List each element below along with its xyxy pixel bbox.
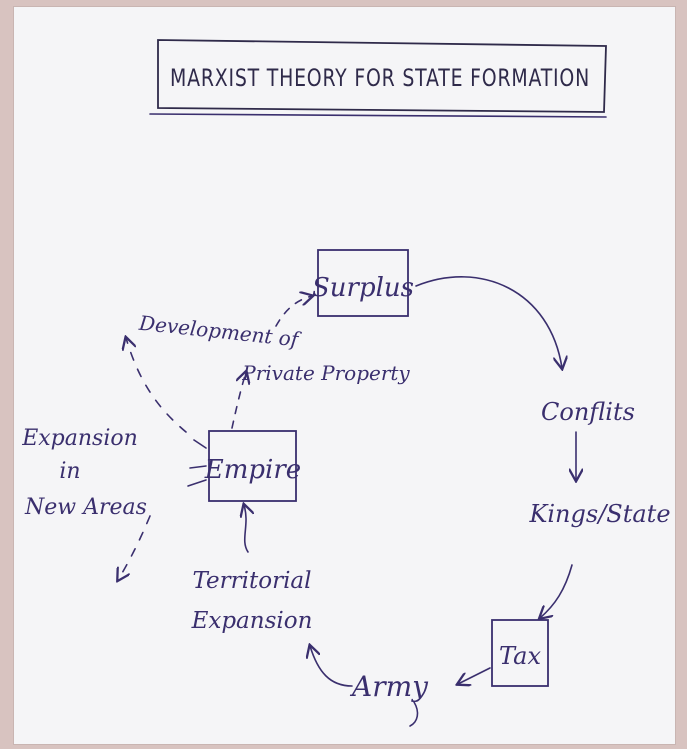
arrow-surplus-to-conflicts <box>415 276 562 368</box>
diagram-title: MARXIST THEORY FOR STATE FORMATION <box>170 64 590 92</box>
empire-box <box>208 430 297 502</box>
arrow-empire-to-upper-left <box>126 338 187 433</box>
expansion-label-line1: Expansion <box>21 426 138 451</box>
arrow-development-to-surplus <box>275 296 312 327</box>
arrow-kings-to-tax <box>540 564 573 618</box>
expansion-label-line3: New Areas <box>24 495 147 520</box>
surplus-label: Surplus <box>312 273 414 303</box>
army-label: Army <box>349 670 429 703</box>
territorial-label-line1: Territorial <box>192 568 311 594</box>
development-label: Development of <box>137 311 303 352</box>
arrow-territorial-to-empire <box>244 505 248 553</box>
arrow-army-to-territorial <box>310 646 353 687</box>
empire-dash-lower <box>187 479 207 487</box>
title-box-underline <box>149 113 607 118</box>
surplus-box <box>317 249 409 317</box>
empire-dash-middle <box>189 465 207 469</box>
tax-label: Tax <box>499 642 541 670</box>
arrow-tax-to-army <box>458 667 491 684</box>
kings-state-label: Kings/State <box>528 500 670 528</box>
paper-sheet <box>13 6 676 745</box>
arrow-new-areas-down <box>118 515 151 580</box>
arrow-empire-to-private-property <box>231 372 246 429</box>
empire-dash-upper <box>193 439 207 449</box>
private-property-label: Private Property <box>241 361 410 385</box>
empire-label: Empire <box>204 455 301 485</box>
conflicts-label: Conflits <box>541 398 635 426</box>
expansion-label-line2: in <box>59 459 80 484</box>
tax-box <box>491 619 549 687</box>
army-underline-tail <box>409 701 419 727</box>
title-box <box>157 39 607 113</box>
territorial-label-line2: Expansion <box>191 608 313 634</box>
